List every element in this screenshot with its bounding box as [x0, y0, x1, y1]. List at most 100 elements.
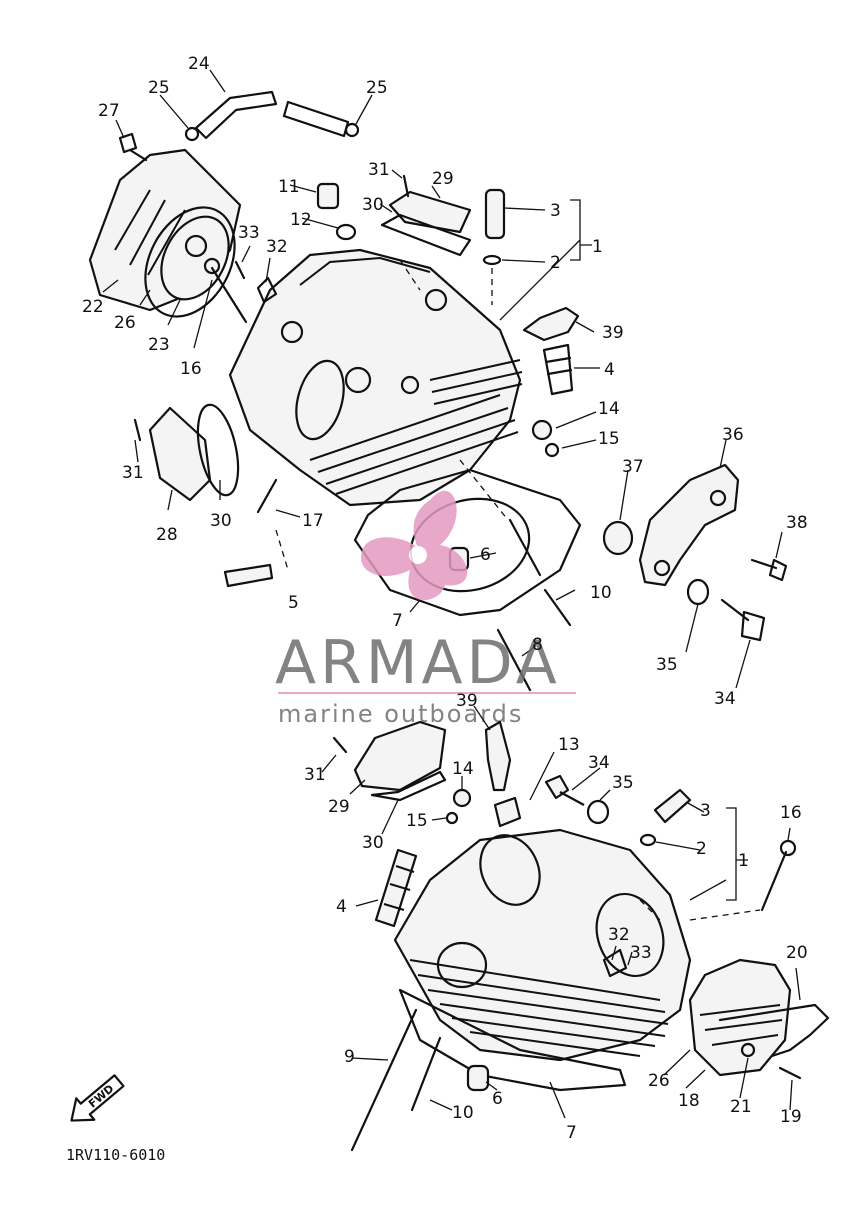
- callout-9: 9: [344, 1047, 355, 1067]
- callout-26-top: 26: [114, 313, 136, 333]
- long-bolt-lower: [760, 850, 788, 912]
- stud-bolt-8: [496, 628, 532, 692]
- callout-15-bottom: 15: [406, 811, 428, 831]
- callout-36: 36: [722, 425, 744, 445]
- callout-27: 27: [98, 101, 120, 121]
- screw-31-side: [133, 418, 142, 442]
- bolt-34-upper: [720, 598, 766, 642]
- mount-bolt-38: [750, 558, 788, 582]
- lower-boss-right: [595, 892, 665, 978]
- screw-19: [778, 1066, 802, 1080]
- callout-34-bottom: 34: [588, 753, 610, 773]
- callout-39-top: 39: [602, 323, 624, 343]
- callout-38: 38: [786, 513, 808, 533]
- lower-head-assembly: [321, 705, 830, 1152]
- callout-3-top: 3: [550, 201, 561, 221]
- callout-16-top: 16: [180, 359, 202, 379]
- callout-37: 37: [622, 457, 644, 477]
- spark-plug-upper: [522, 306, 580, 342]
- bolt-34-lower: [544, 774, 585, 806]
- callout-30-side: 30: [210, 511, 232, 531]
- intake-port: [295, 359, 345, 441]
- armada-watermark: ARMADA marine outboards: [275, 490, 576, 728]
- callout-35-top: 35: [656, 655, 678, 675]
- callout-30-top: 30: [362, 195, 384, 215]
- stud-bolt-9-lower: [350, 1008, 418, 1152]
- callout-3-bottom: 3: [700, 801, 711, 821]
- callout-6-top: 6: [480, 545, 491, 565]
- stud-17: [256, 478, 278, 514]
- grommet-21: [740, 1042, 756, 1058]
- washer-35-upper: [686, 578, 710, 606]
- union-nut: [316, 182, 340, 210]
- breather-hose: [194, 90, 278, 140]
- small-screw-31-top: [402, 174, 410, 198]
- head-boss-d: [400, 375, 420, 395]
- watermark-brand: ARMADA: [275, 628, 561, 698]
- callout-18: 18: [678, 1091, 700, 1111]
- head-boss-c: [424, 288, 448, 312]
- callout-24: 24: [188, 54, 210, 74]
- long-bolt-lower-head: [779, 839, 797, 857]
- bracket-hole-bottom: [653, 559, 671, 577]
- callout-30-bottom: 30: [362, 833, 384, 853]
- callout-5: 5: [288, 593, 299, 613]
- upper-head-assembly: [88, 69, 788, 692]
- head-top-edge: [299, 256, 431, 286]
- head-boss-a: [280, 320, 304, 344]
- watermark-rule: [278, 692, 576, 694]
- hose-clip-right: [344, 122, 360, 138]
- forward-arrow-icon: [70, 1074, 125, 1122]
- plate-32-upper: [256, 276, 278, 304]
- callout-35-bottom: 35: [612, 773, 634, 793]
- callout-10-top: 10: [590, 583, 612, 603]
- callout-19: 19: [780, 1107, 802, 1127]
- cam-cover-ribs: [114, 189, 206, 283]
- lower-plate-32: [602, 948, 628, 978]
- plug-14-upper: [531, 419, 553, 441]
- callout-11: 11: [278, 177, 300, 197]
- cover-bolt: [118, 132, 148, 162]
- bracket-hole-top: [709, 489, 727, 507]
- callout-16-bottom: 16: [780, 803, 802, 823]
- spark-plug-lower: [484, 720, 512, 792]
- callout-26-bottom: 26: [648, 1071, 670, 1091]
- valve-cover-gasket-upper: [380, 213, 472, 257]
- stud-bolt-10: [543, 588, 572, 627]
- head-cooling-fins: [309, 359, 523, 495]
- callout-31-top: 31: [368, 160, 390, 180]
- callout-17: 17: [302, 511, 324, 531]
- callout-7-top: 7: [392, 611, 403, 631]
- callout-23: 23: [148, 335, 170, 355]
- callout-4-bottom: 4: [336, 897, 347, 917]
- plug-14-lower: [452, 788, 472, 808]
- breather-hose-pipe: [282, 100, 350, 138]
- callout-2-bottom: 2: [696, 839, 707, 859]
- side-cover-gasket: [196, 403, 240, 497]
- callout-15-top: 15: [598, 429, 620, 449]
- hose-clip-left: [184, 126, 200, 142]
- union-13: [493, 796, 522, 828]
- lower-leader-lines: [321, 705, 801, 1119]
- cover-plate: [160, 215, 230, 301]
- callout-32-top: 32: [266, 237, 288, 257]
- cylinder-head-block: [228, 248, 522, 507]
- bracket-20: [718, 1003, 830, 1058]
- long-bolt: [210, 266, 248, 324]
- tensioner-spring-upper: [542, 343, 574, 396]
- valve-guide-clip-upper: [482, 254, 502, 266]
- valve-guide-clip-lower: [639, 833, 657, 847]
- cover-plate-hub: [184, 234, 208, 258]
- callout-20: 20: [786, 943, 808, 963]
- tensioner-lower-ribs: [383, 865, 415, 911]
- valve-cover-gasket-lower: [370, 770, 447, 802]
- callout-39-bottom: 39: [456, 691, 478, 711]
- callout-13: 13: [558, 735, 580, 755]
- stud-bolt-9-upper: [508, 518, 542, 577]
- head-gasket: [353, 468, 582, 617]
- upper-leader-lines: [102, 69, 783, 689]
- lower-port-side: [436, 941, 488, 989]
- valve-cover-lower: [353, 720, 447, 792]
- exhaust-port: [479, 834, 541, 906]
- mount-bushing: [602, 520, 634, 556]
